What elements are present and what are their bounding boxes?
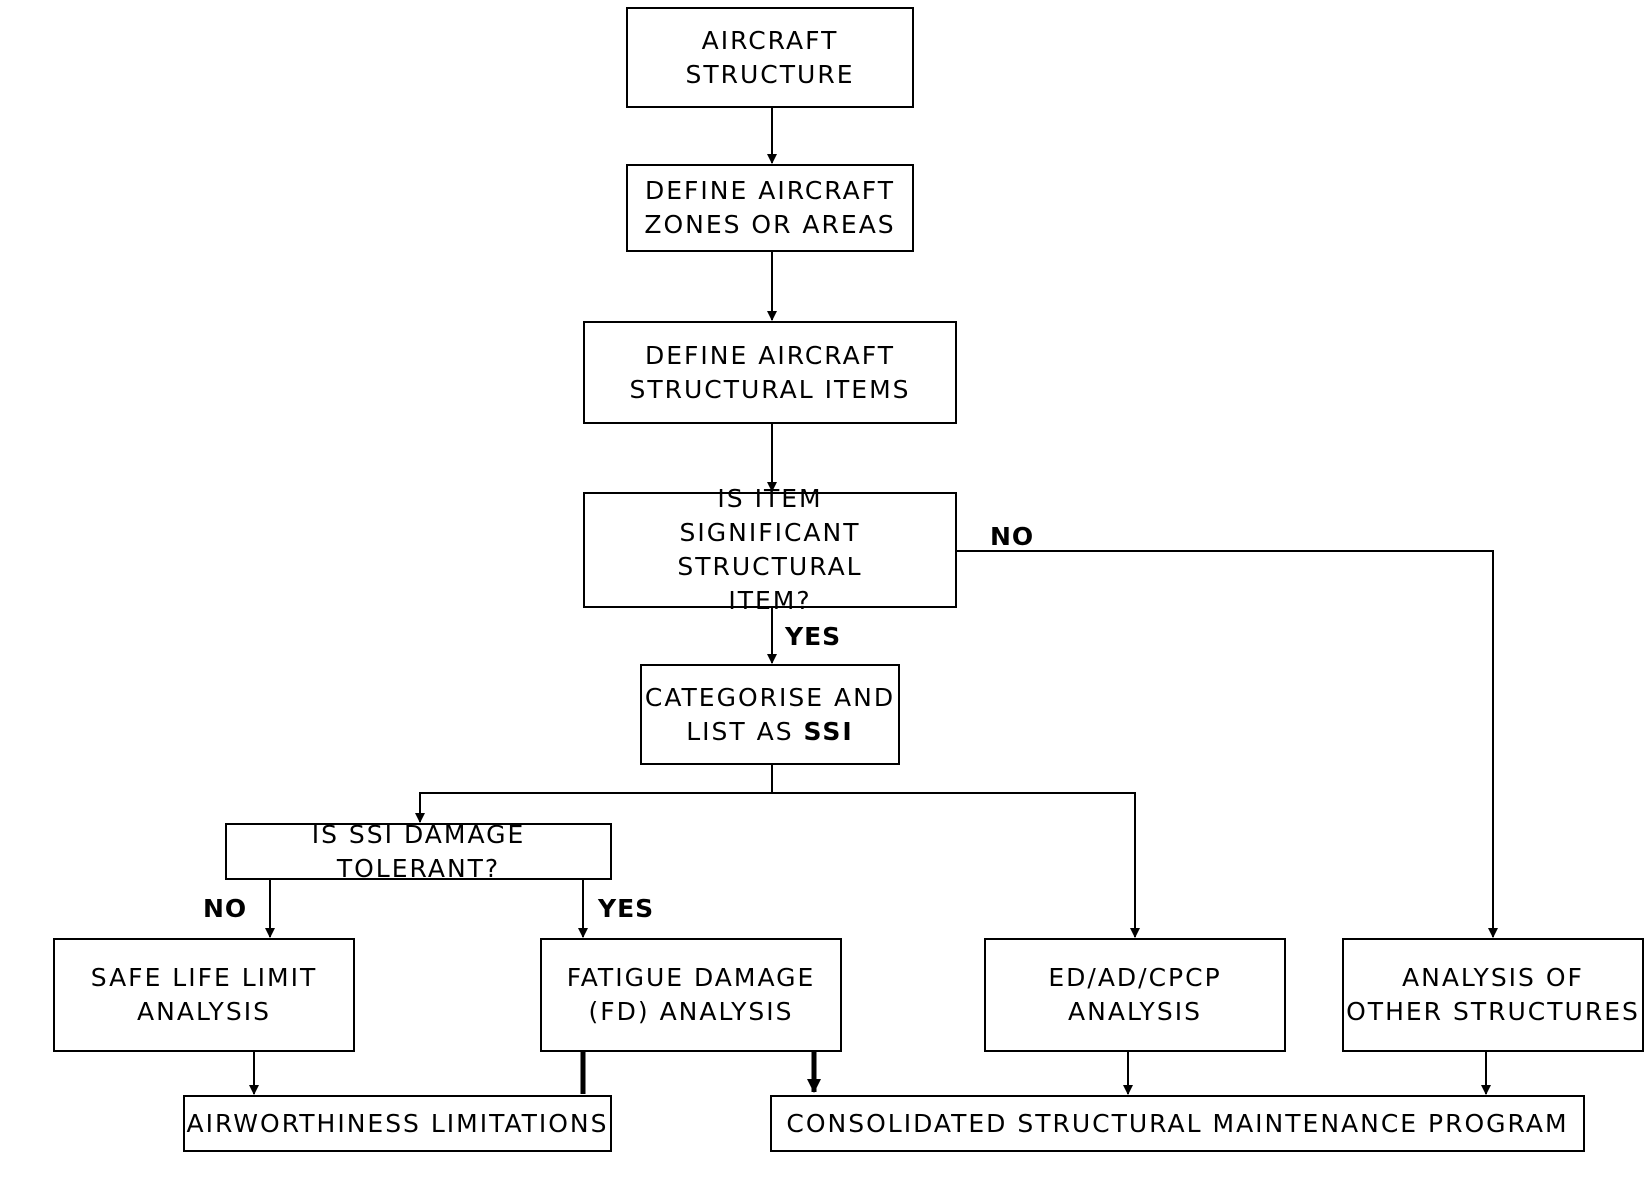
node-categorise-ssi: CATEGORISE AND LIST AS SSI [640, 664, 900, 765]
arrow-to-ed-ad [772, 792, 1140, 938]
arrow-ssi-no [956, 550, 1498, 938]
arrow-to-damage-tolerant [415, 792, 772, 823]
node-define-zones: DEFINE AIRCRAFT ZONES OR AREAS [626, 164, 914, 252]
label-ssi-no: NO [990, 522, 1035, 551]
node-analysis-of-other-structures: ANALYSIS OF OTHER STRUCTURES [1342, 938, 1644, 1052]
node-fatigue-damage-analysis: FATIGUE DAMAGE (FD) ANALYSIS [540, 938, 842, 1052]
node-safe-life-limit-analysis: SAFE LIFE LIMIT ANALYSIS [53, 938, 355, 1052]
node-define-structural-items: DEFINE AIRCRAFT STRUCTURAL ITEMS [583, 321, 957, 424]
label-ssi-yes: YES [785, 622, 842, 651]
label-dt-no: NO [203, 894, 248, 923]
node-is-damage-tolerant: IS SSI DAMAGE TOLERANT? [225, 820, 612, 883]
categorise-ssi-bold: SSI [803, 716, 854, 746]
node-is-significant-structural-item: IS ITEM SIGNIFICANT STRUCTURAL ITEM? [583, 484, 957, 615]
node-ed-ad-cpcp-analysis: ED/AD/CPCP ANALYSIS [984, 938, 1286, 1052]
node-consolidated-program: CONSOLIDATED STRUCTURAL MAINTENANCE PROG… [770, 1095, 1585, 1152]
node-aircraft-structure: AIRCRAFT STRUCTURE [626, 7, 914, 108]
node-airworthiness-limitations: AIRWORTHINESS LIMITATIONS [183, 1095, 612, 1152]
label-dt-yes: YES [598, 894, 655, 923]
categorise-line2-prefix: LIST AS [686, 716, 804, 746]
categorise-line1: CATEGORISE AND [644, 682, 896, 712]
